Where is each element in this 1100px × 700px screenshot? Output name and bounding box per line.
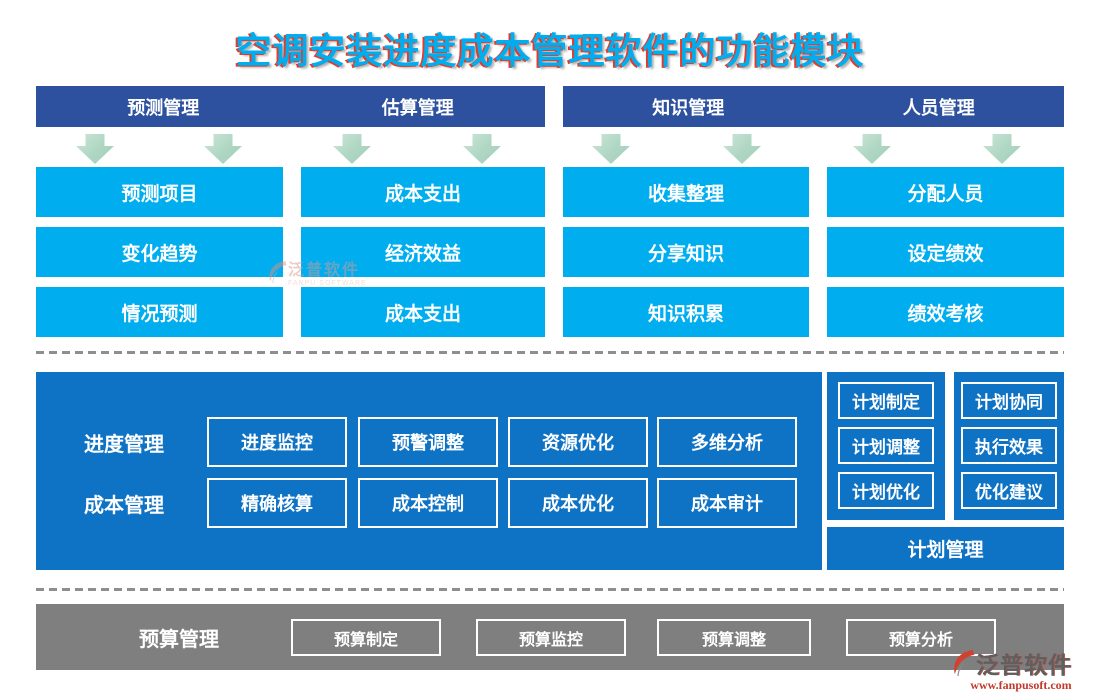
module-cell: 绩效考核 bbox=[827, 287, 1064, 337]
module-cell: 知识积累 bbox=[563, 287, 809, 337]
fanpu-logo: 泛普软件 www.fanpusoft.com bbox=[950, 646, 1092, 693]
feature-box: 预警调整 bbox=[358, 417, 498, 467]
row-label-cost: 成本管理 bbox=[84, 494, 164, 517]
panel-plan-left: 计划制定 计划调整 计划优化 bbox=[827, 372, 945, 520]
budget-bar: 预算管理 预算制定 预算监控 预算调整 预算分析 bbox=[36, 604, 1064, 670]
down-arrow-icon bbox=[333, 134, 371, 164]
down-arrow-icon bbox=[592, 134, 630, 164]
down-arrow-icon bbox=[723, 134, 761, 164]
plan-box: 优化建议 bbox=[961, 472, 1057, 509]
budget-box: 预算分析 bbox=[846, 619, 996, 656]
module-cell: 变化趋势 bbox=[36, 227, 283, 277]
plan-management-bar: 计划管理 bbox=[827, 527, 1064, 570]
module-cell: 成本支出 bbox=[301, 287, 545, 337]
feature-box: 成本控制 bbox=[358, 478, 498, 528]
budget-label: 预算管理 bbox=[139, 628, 219, 651]
feature-box: 成本审计 bbox=[657, 478, 797, 528]
header-bar-right: 知识管理 人员管理 bbox=[563, 86, 1064, 127]
budget-box: 预算制定 bbox=[291, 619, 441, 656]
feature-box: 资源优化 bbox=[508, 417, 648, 467]
panel-plan-right: 计划协同 执行效果 优化建议 bbox=[954, 372, 1064, 520]
header-estimate-management: 估算管理 bbox=[381, 97, 454, 118]
feature-box: 多维分析 bbox=[657, 417, 797, 467]
feature-box: 进度监控 bbox=[207, 417, 347, 467]
header-knowledge-management: 知识管理 bbox=[652, 97, 725, 118]
module-cell: 分配人员 bbox=[827, 167, 1064, 217]
down-arrow-icon bbox=[204, 134, 242, 164]
header-forecast-management: 预测管理 bbox=[127, 97, 200, 118]
down-arrow-icon bbox=[463, 134, 501, 164]
header-bar-left: 预测管理 估算管理 bbox=[36, 86, 545, 127]
module-cell: 收集整理 bbox=[563, 167, 809, 217]
fanpu-swoosh-icon bbox=[269, 261, 287, 283]
logo-url: www.fanpusoft.com bbox=[970, 678, 1072, 692]
plan-box: 计划制定 bbox=[838, 382, 934, 419]
logo-name: 泛普软件 bbox=[976, 652, 1072, 678]
feature-box: 精确核算 bbox=[207, 478, 347, 528]
plan-box: 计划优化 bbox=[838, 472, 934, 509]
module-cell: 成本支出 bbox=[301, 167, 545, 217]
module-cell: 分享知识 bbox=[563, 227, 809, 277]
page-title: 空调安装进度成本管理软件的功能模块 bbox=[235, 30, 865, 71]
dashed-divider bbox=[36, 588, 1064, 591]
row-label-progress: 进度管理 bbox=[84, 433, 164, 456]
module-cell: 经济效益 bbox=[301, 227, 545, 277]
fanpu-swoosh-icon bbox=[954, 650, 975, 676]
down-arrow-icon bbox=[853, 134, 891, 164]
panel-progress-cost: 进度管理 成本管理 进度监控 预警调整 资源优化 多维分析 精确核算 成本控制 … bbox=[36, 372, 822, 570]
module-cell: 设定绩效 bbox=[827, 227, 1064, 277]
budget-box: 预算监控 bbox=[476, 619, 626, 656]
down-arrow-icon bbox=[76, 134, 114, 164]
module-cell: 预测项目 bbox=[36, 167, 283, 217]
plan-box: 执行效果 bbox=[961, 427, 1057, 464]
down-arrow-icon bbox=[983, 134, 1021, 164]
watermark-name: 泛普软件 bbox=[288, 262, 361, 279]
plan-box: 计划协同 bbox=[961, 382, 1057, 419]
feature-box: 成本优化 bbox=[508, 478, 648, 528]
plan-box: 计划调整 bbox=[838, 427, 934, 464]
dashed-divider bbox=[36, 351, 1064, 354]
budget-box: 预算调整 bbox=[657, 619, 811, 656]
module-cell: 情况预测 bbox=[36, 287, 283, 337]
header-personnel-management: 人员管理 bbox=[902, 97, 975, 118]
watermark: 泛普软件 FANPU SOFTWARE bbox=[266, 256, 367, 288]
watermark-subtext: FANPU SOFTWARE bbox=[288, 280, 367, 287]
